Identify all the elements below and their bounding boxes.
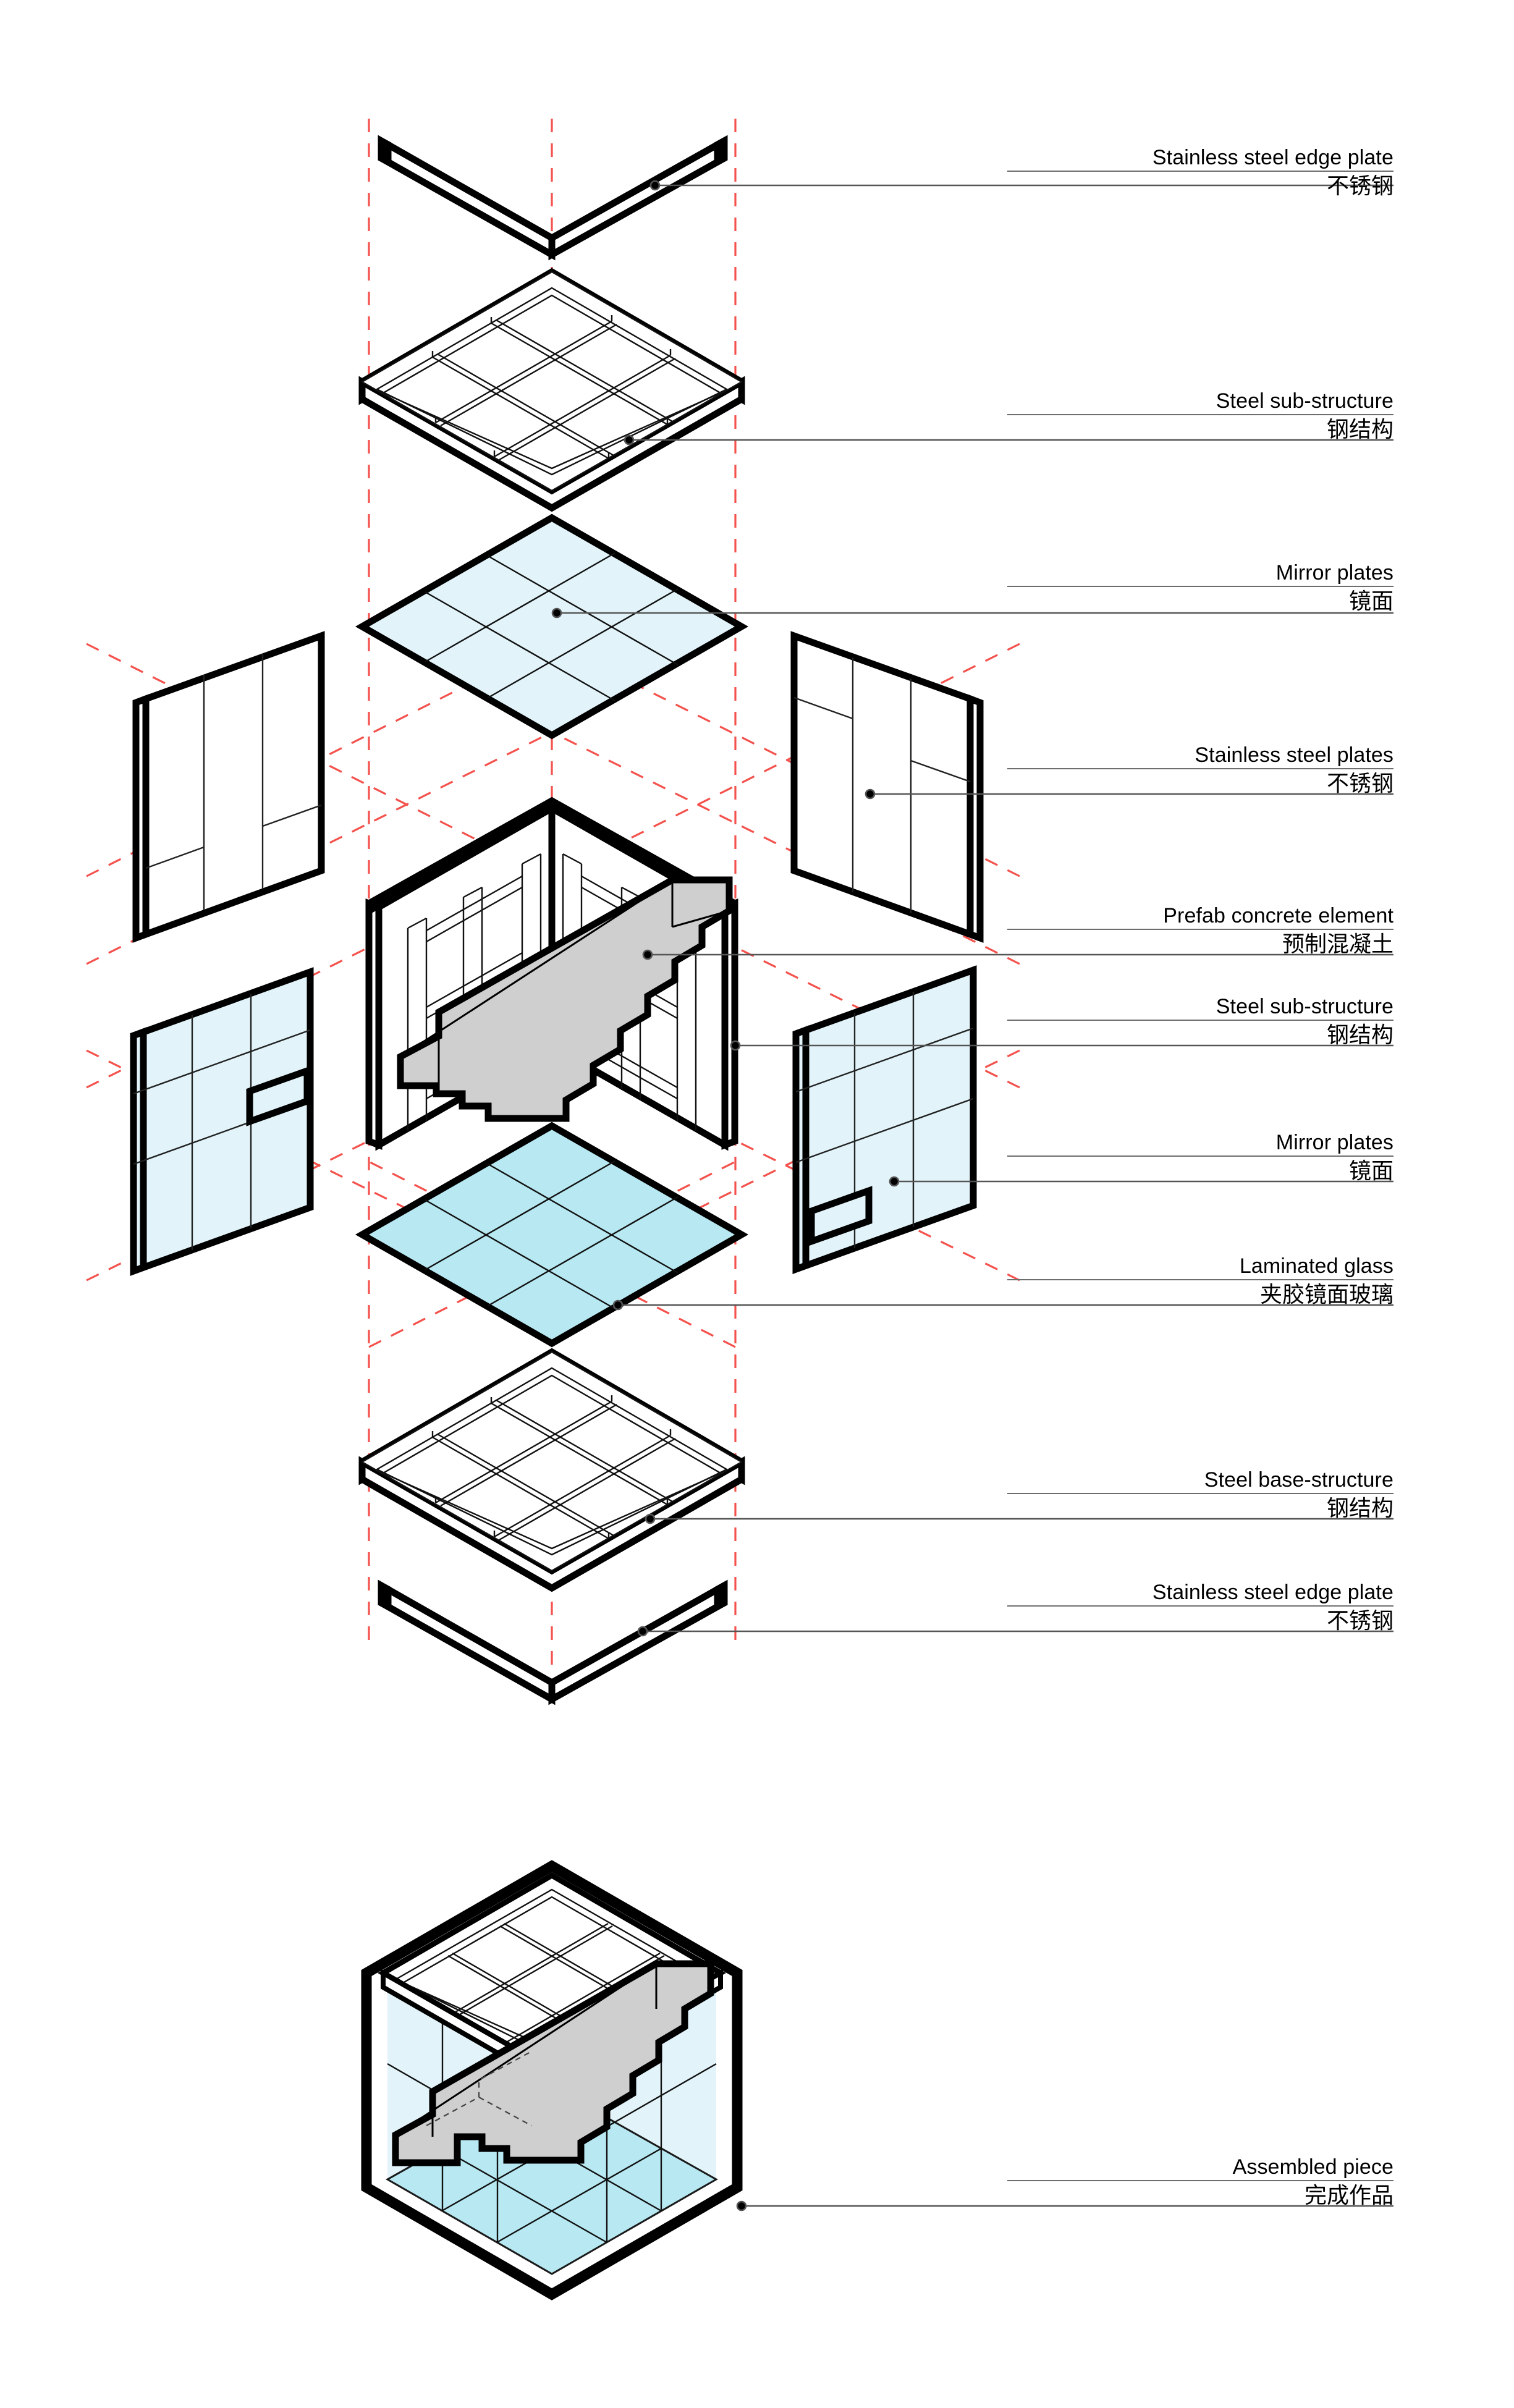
label-rule xyxy=(1007,1155,1393,1157)
label-en: Stainless steel edge plate xyxy=(1152,146,1393,169)
component-steel-sub-structure-top xyxy=(358,268,745,512)
label-cn: 不锈钢 xyxy=(1326,174,1393,200)
component-mirror-wall-left xyxy=(130,967,314,1276)
label-en: Stainless steel edge plate xyxy=(1152,1581,1393,1604)
label-cn: 镜面 xyxy=(1348,589,1393,615)
label-cn: 钢结构 xyxy=(1326,1496,1393,1522)
label-rule xyxy=(1007,171,1393,172)
component-mirror-plate-top xyxy=(355,513,749,740)
label-en: Mirror plates xyxy=(1275,561,1393,585)
label-prefab-concrete-element: Prefab concrete element 预制混凝土 xyxy=(1007,905,1393,957)
construction-diag-2 xyxy=(551,643,1020,879)
label-cn: 预制混凝土 xyxy=(1282,932,1393,958)
leader-dot xyxy=(612,1299,624,1311)
leader-dot xyxy=(642,949,653,960)
label-en: Steel sub-structure xyxy=(1216,389,1393,413)
label-steel-sub-structure-top: Steel sub-structure 钢结构 xyxy=(1007,389,1393,443)
component-laminated-glass-floor xyxy=(355,1122,749,1348)
label-cn: 钢结构 xyxy=(1326,1023,1393,1049)
component-stainless-steel-edge-plate-bottom xyxy=(378,1579,728,1705)
component-prefab-concrete-element xyxy=(365,796,738,1151)
label-en: Stainless steel plates xyxy=(1195,743,1393,767)
leader-dot xyxy=(865,788,876,800)
component-stainless-steel-plate-right xyxy=(790,631,984,943)
label-cn: 不锈钢 xyxy=(1326,1608,1393,1634)
label-en: Mirror plates xyxy=(1275,1131,1393,1154)
leader-dot xyxy=(645,1513,656,1524)
label-en: Assembled piece xyxy=(1232,2155,1393,2179)
label-rule xyxy=(1007,1493,1393,1495)
label-stainless-steel-plates: Stainless steel plates 不锈钢 xyxy=(1007,743,1393,797)
leader-dot xyxy=(736,2200,747,2212)
label-stainless-steel-edge-plate-bottom: Stainless steel edge plate 不锈钢 xyxy=(1007,1581,1393,1634)
label-assembled-piece: Assembled piece 完成作品 xyxy=(1007,2155,1393,2209)
label-rule xyxy=(1007,1020,1393,1021)
leader-dot xyxy=(649,180,661,191)
label-rule xyxy=(1007,586,1393,588)
label-rule xyxy=(1007,768,1393,770)
leader-dot xyxy=(624,434,635,446)
label-steel-sub-structure-mid: Steel sub-structure 钢结构 xyxy=(1007,995,1393,1049)
label-mirror-plates-lower: Mirror plates 镜面 xyxy=(1007,1131,1393,1185)
leader-dot xyxy=(889,1176,900,1187)
assembled-staircase xyxy=(392,1960,714,2166)
label-en: Laminated glass xyxy=(1239,1254,1393,1278)
label-cn: 钢结构 xyxy=(1326,417,1393,443)
component-stainless-steel-edge-plate-top xyxy=(378,135,728,261)
construction-diag-12 xyxy=(551,1049,1020,1282)
label-mirror-plates-top: Mirror plates 镜面 xyxy=(1007,562,1393,614)
label-stainless-steel-edge-plate-top: Stainless steel edge plate 不锈钢 xyxy=(1007,146,1393,200)
label-rule xyxy=(1007,929,1393,931)
label-cn: 完成作品 xyxy=(1304,2183,1393,2209)
leader-dot xyxy=(637,1626,648,1637)
label-en: Prefab concrete element xyxy=(1163,904,1393,927)
label-steel-base-structure: Steel base-structure 钢结构 xyxy=(1007,1469,1393,1521)
label-laminated-glass: Laminated glass 夹胶镜面玻璃 xyxy=(1007,1254,1393,1308)
label-cn: 镜面 xyxy=(1348,1159,1393,1185)
leader-dot xyxy=(551,607,562,619)
label-cn: 不锈钢 xyxy=(1326,771,1393,797)
label-cn: 夹胶镜面玻璃 xyxy=(1259,1282,1393,1308)
label-rule xyxy=(1007,1279,1393,1281)
component-stainless-steel-plate-left xyxy=(132,631,325,943)
label-rule xyxy=(1007,2180,1393,2182)
leader-dot xyxy=(730,1040,741,1051)
component-assembled-piece xyxy=(361,1860,743,2300)
label-en: Steel base-structure xyxy=(1204,1468,1393,1492)
label-en: Steel sub-structure xyxy=(1216,995,1393,1018)
label-rule xyxy=(1007,1605,1393,1607)
label-rule xyxy=(1007,414,1393,416)
